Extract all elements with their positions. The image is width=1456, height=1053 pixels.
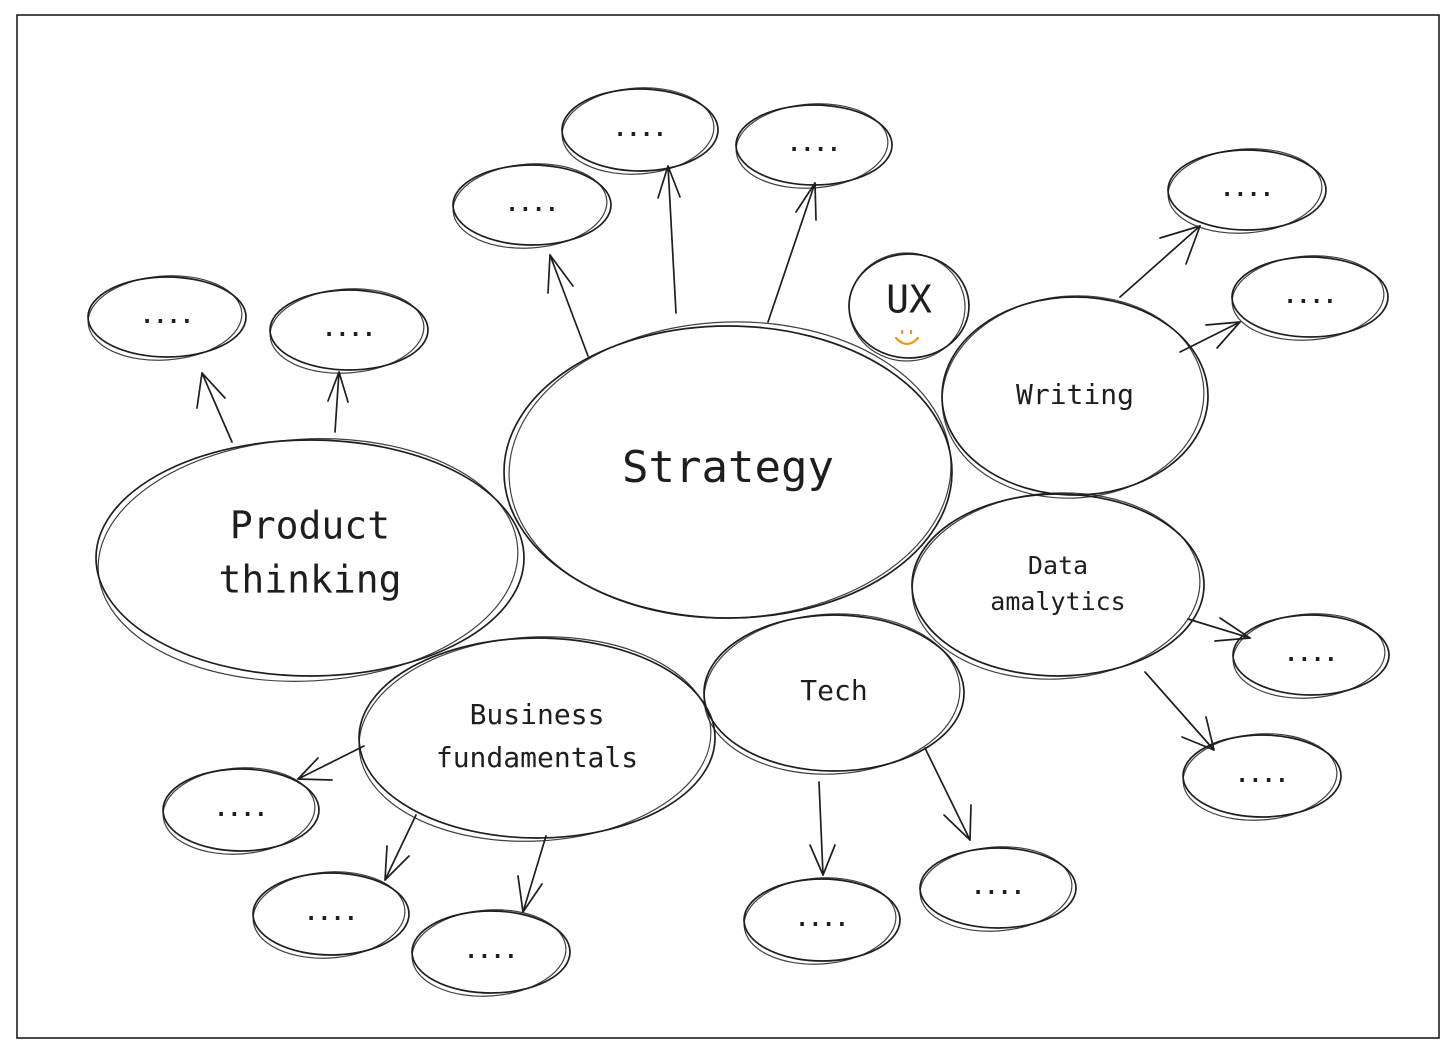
placeholder-node-4: ....: [1167, 148, 1327, 234]
arrow-strategy-to-node-2: [767, 182, 817, 323]
placeholder-node-8: ....: [1232, 613, 1390, 699]
arrow-writing-to-node-4: [1119, 225, 1201, 298]
node-tech-label: Tech: [800, 674, 867, 707]
arrow-business-to-node-14: [517, 835, 547, 913]
arrow-business-to-node-10: [297, 745, 365, 781]
arrow-business-to-node-13: [384, 814, 417, 881]
arrow-strategy-to-node-3: [547, 254, 589, 357]
node-ux-label: UX: [886, 278, 932, 322]
placeholder-node-11-label: ....: [972, 875, 1025, 900]
node-product-label-line1: Product: [230, 504, 390, 548]
arrow-data-to-node-8: [1187, 617, 1251, 642]
placeholder-node-3-label: ....: [506, 192, 559, 217]
placeholder-node-12: ....: [743, 877, 901, 965]
placeholder-node-5: ....: [1231, 255, 1389, 341]
placeholder-node-2: ....: [735, 103, 893, 189]
placeholder-node-14-label: ....: [465, 939, 518, 964]
arrow-strategy-to-node-1: [657, 165, 681, 314]
placeholder-node-1: ....: [561, 87, 719, 175]
node-business-label-line1: Business: [470, 698, 605, 731]
placeholder-node-14: ....: [411, 909, 571, 997]
node-data-label-line2: amalytics: [990, 587, 1125, 616]
node-product-label-line2: thinking: [218, 558, 401, 602]
arrow-writing-to-node-5: [1179, 321, 1241, 353]
placeholder-node-4-label: ....: [1221, 177, 1274, 202]
frame-border: [16, 14, 1440, 1039]
node-writing: Writing: [941, 295, 1209, 499]
node-writing-label: Writing: [1016, 378, 1134, 411]
placeholder-node-9: ....: [1182, 733, 1342, 821]
node-data-label-line1: Data: [1028, 551, 1088, 580]
node-tech: Tech: [703, 613, 965, 775]
placeholder-node-11: ....: [919, 846, 1077, 932]
arrow-tech-to-node-12: [809, 781, 836, 876]
placeholder-node-13-label: ....: [305, 901, 358, 926]
placeholder-node-7: ....: [269, 288, 429, 374]
node-product-thinking: Product thinking: [95, 438, 525, 682]
arrow-product-to-node-7: [327, 371, 349, 433]
placeholder-node-10: ....: [162, 767, 320, 855]
placeholder-node-9-label: ....: [1236, 763, 1289, 788]
placeholder-node-13: ....: [252, 871, 410, 959]
placeholder-node-7-label: ....: [323, 317, 376, 342]
arrow-product-to-node-6: [196, 372, 233, 443]
node-business-fundamentals: Business fundamentals: [358, 636, 716, 842]
placeholder-node-12-label: ....: [796, 907, 849, 932]
smiley-icon: [894, 336, 920, 346]
arrow-data-to-node-9: [1144, 671, 1215, 751]
placeholder-node-10-label: ....: [215, 797, 268, 822]
placeholder-node-1-label: ....: [614, 117, 667, 142]
node-strategy-label: Strategy: [622, 442, 834, 493]
placeholder-node-6-label: ....: [141, 304, 194, 329]
placeholder-node-5-label: ....: [1284, 284, 1337, 309]
node-strategy: Strategy: [503, 321, 953, 619]
placeholder-node-2-label: ....: [788, 132, 841, 157]
arrow-tech-to-node-11: [924, 747, 972, 841]
placeholder-node-8-label: ....: [1285, 642, 1338, 667]
node-business-label-line2: fundamentals: [436, 741, 638, 774]
placeholder-node-3: ....: [452, 163, 612, 249]
node-ux: UX: [848, 252, 970, 362]
placeholder-node-6: ....: [87, 275, 247, 361]
node-data-analytics: Data amalytics: [911, 492, 1205, 680]
